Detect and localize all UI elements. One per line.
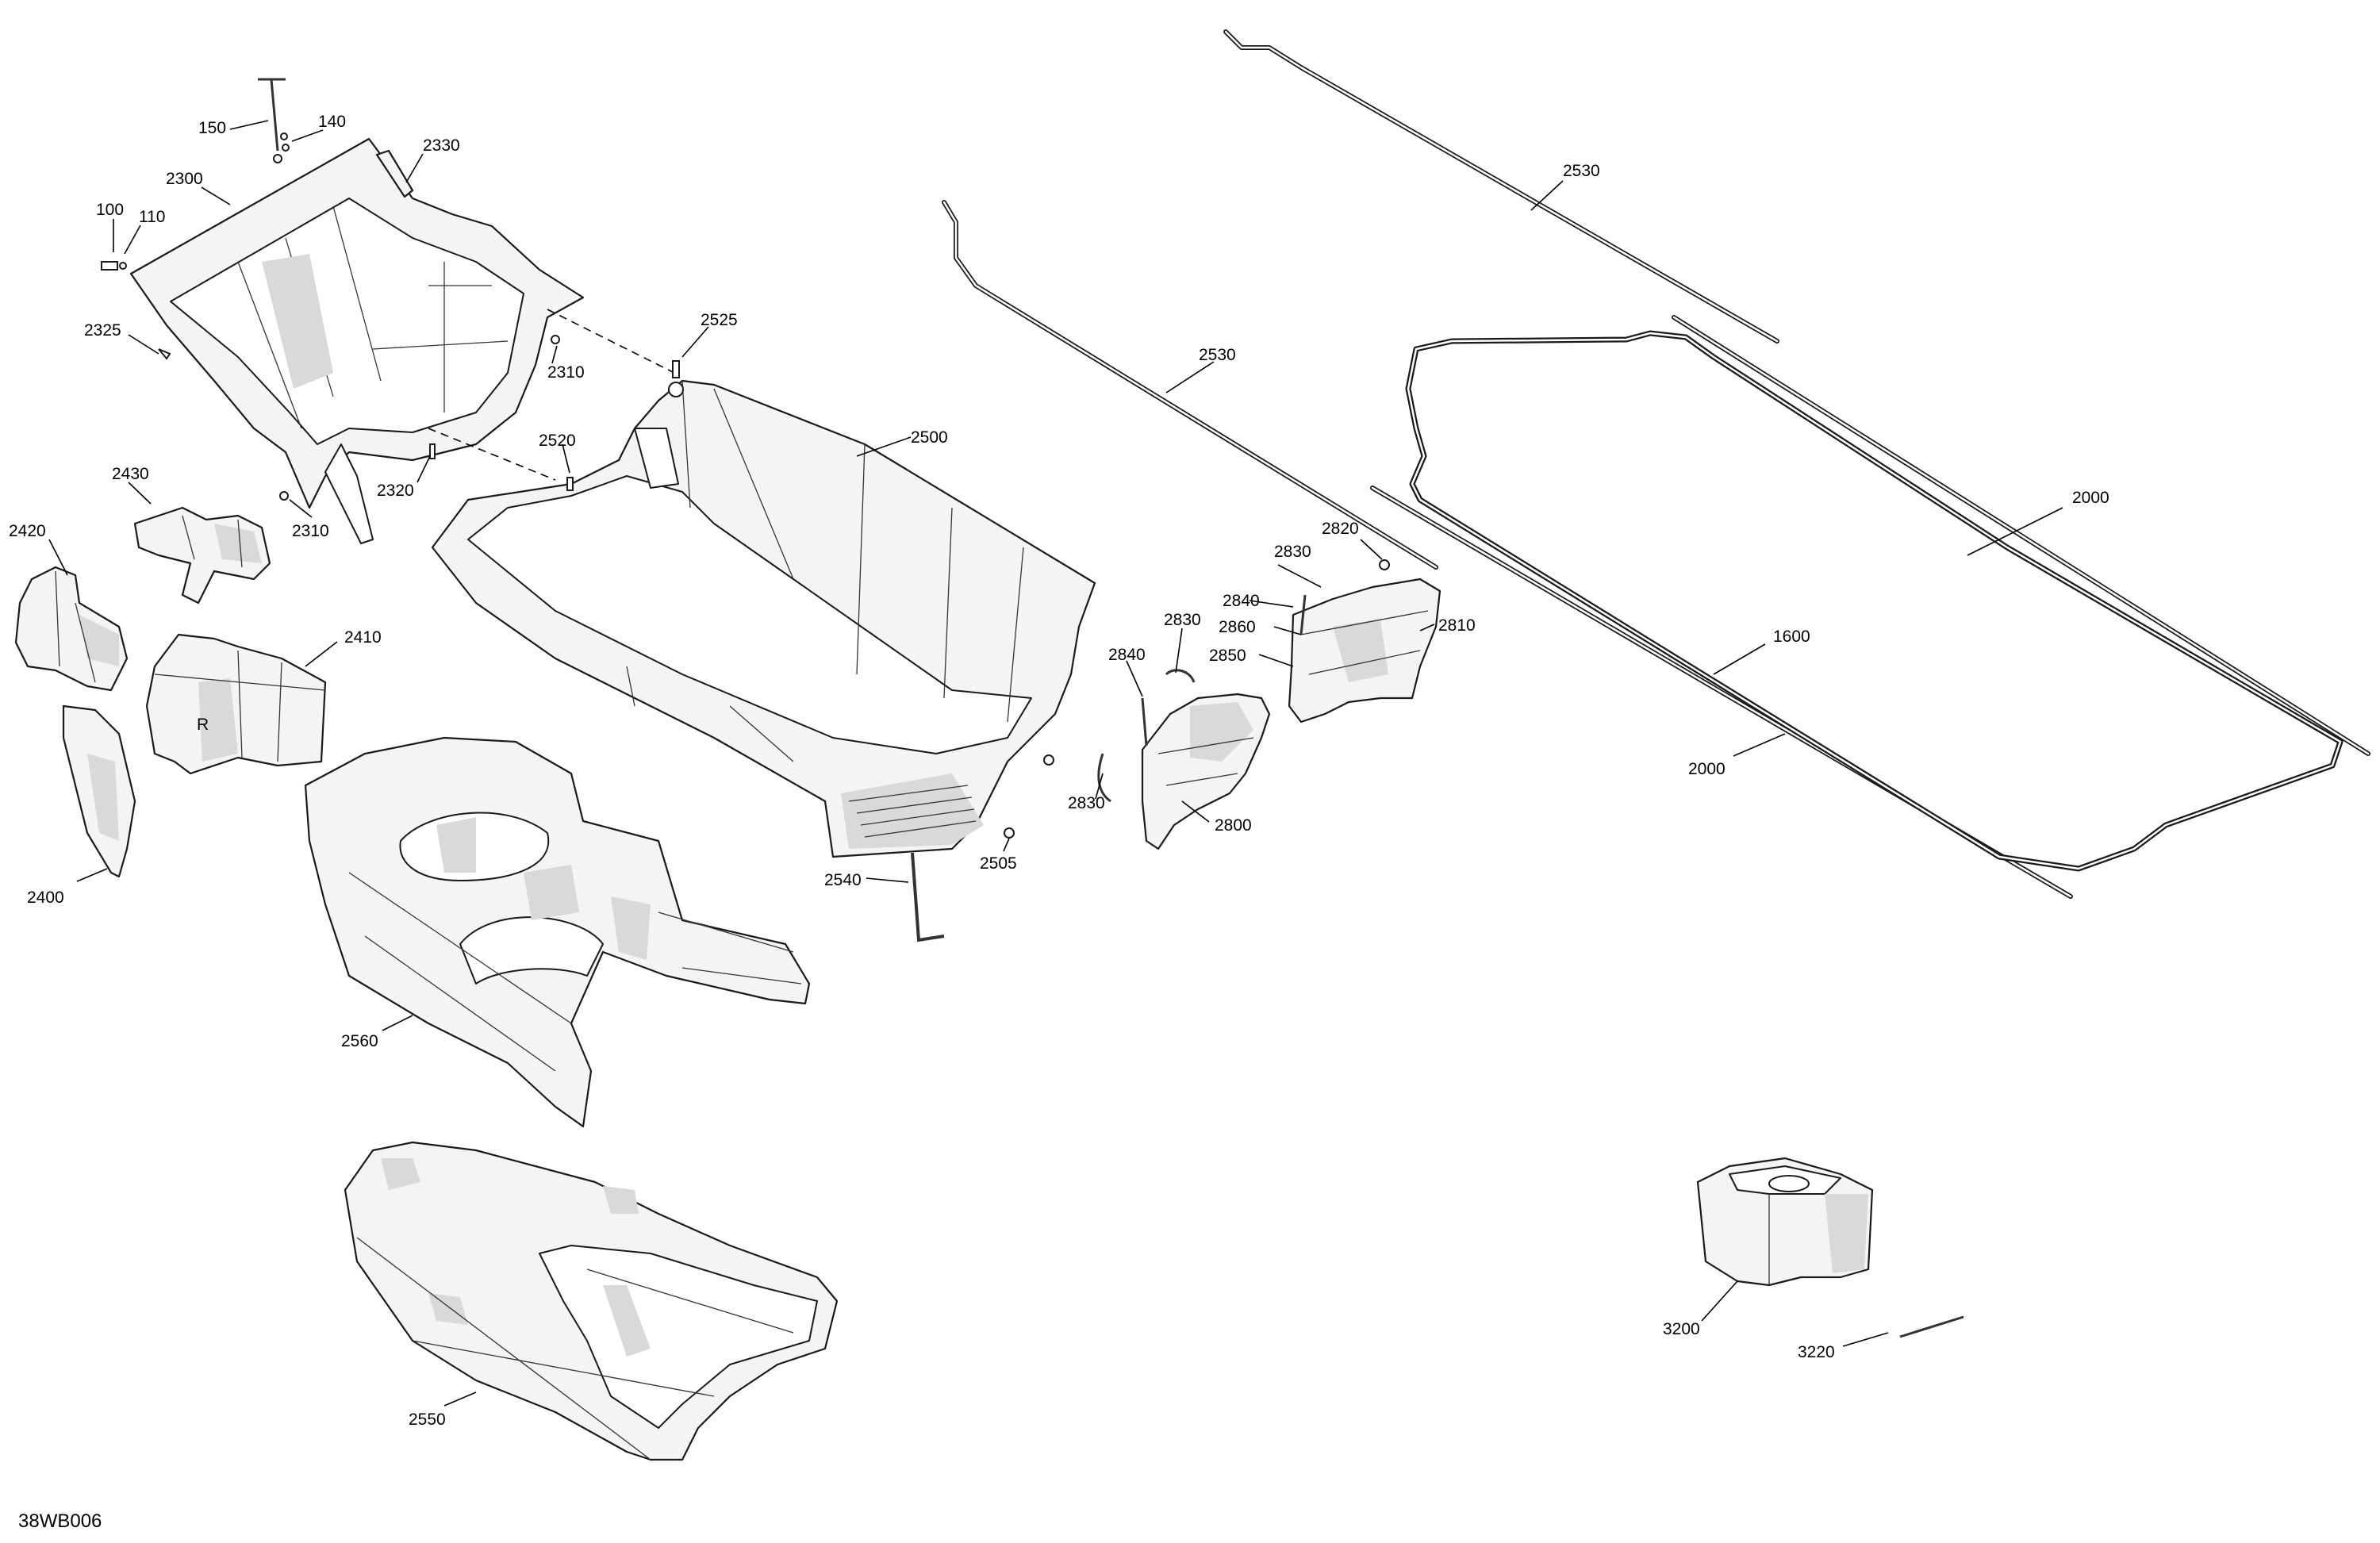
callout-2505: 2505 — [980, 854, 1017, 873]
alignment-line-2 — [428, 428, 556, 481]
hardware-2840[interactable] — [1141, 594, 1307, 747]
hardware-2310[interactable] — [279, 335, 560, 501]
part-2000-seal-strip-upper[interactable] — [1672, 315, 2370, 756]
part-2800-bracket[interactable] — [1141, 693, 1271, 850]
part-1600-lid-seal[interactable] — [1405, 330, 2344, 872]
part-2430-bracket[interactable] — [133, 506, 271, 605]
callout-2800: 2800 — [1215, 816, 1252, 835]
alignment-line-1 — [547, 309, 675, 374]
part-2410-cover[interactable]: R — [145, 633, 327, 775]
part-2540-handle[interactable] — [911, 852, 945, 942]
callout-2560: 2560 — [341, 1032, 378, 1050]
callout-2820: 2820 — [1322, 520, 1359, 538]
callout-140: 140 — [318, 113, 346, 131]
callout-1600: 1600 — [1773, 628, 1810, 646]
callout-2525: 2525 — [701, 311, 738, 329]
logo-letter-r: R — [197, 716, 209, 734]
callout-2850: 2850 — [1209, 647, 1246, 665]
callout-2860: 2860 — [1219, 618, 1256, 636]
part-3220-strap[interactable] — [1899, 1315, 1964, 1338]
part-2550-base[interactable] — [344, 1141, 839, 1461]
callout-2830-lower: 2830 — [1068, 794, 1105, 812]
callout-2430: 2430 — [112, 465, 149, 483]
part-2810-bracket[interactable] — [1288, 578, 1441, 724]
callout-2520: 2520 — [539, 432, 576, 450]
callout-100: 100 — [96, 201, 124, 219]
part-2530-rod-upper[interactable] — [1223, 29, 1779, 344]
hardware-2820[interactable] — [1379, 559, 1390, 570]
part-2530-rod-lower[interactable] — [942, 200, 1438, 570]
callout-110: 110 — [139, 208, 165, 226]
callout-2810: 2810 — [1438, 616, 1476, 635]
callout-2000-lower: 2000 — [1688, 760, 1726, 778]
hardware-2320[interactable] — [429, 443, 436, 459]
hardware-2505[interactable] — [1004, 754, 1054, 839]
callout-2530-lower: 2530 — [1199, 346, 1236, 364]
callout-2400: 2400 — [27, 889, 64, 907]
part-2300-seat-trim[interactable] — [129, 137, 585, 544]
callout-2830-right: 2830 — [1274, 543, 1311, 561]
callout-2420: 2420 — [9, 522, 46, 540]
callout-2310-b: 2310 — [292, 522, 329, 540]
leader-lines — [48, 120, 2063, 1407]
callout-3200: 3200 — [1663, 1320, 1700, 1338]
callout-2300: 2300 — [166, 170, 203, 188]
callout-2320: 2320 — [377, 482, 414, 500]
part-2400-panel[interactable] — [62, 704, 136, 878]
callout-2530-upper: 2530 — [1563, 162, 1600, 180]
part-2560-tray[interactable] — [304, 736, 811, 1128]
part-150-rod[interactable] — [258, 78, 286, 163]
part-2420-cover[interactable] — [14, 566, 129, 692]
part-2500-storage-bin[interactable] — [431, 379, 1096, 858]
figure-id: 38WB006 — [18, 1510, 102, 1532]
callout-2000-upper: 2000 — [2072, 489, 2109, 507]
hardware-2325[interactable] — [158, 348, 171, 360]
hardware-2520[interactable] — [566, 477, 574, 491]
part-3200-container[interactable] — [1696, 1157, 1874, 1287]
callout-150: 150 — [198, 119, 226, 137]
hardware-140[interactable] — [280, 132, 290, 152]
hardware-2525[interactable] — [672, 360, 680, 378]
callout-2310: 2310 — [547, 363, 585, 382]
callout-labels: 100 110 140 150 2300 2330 2325 2310 2310… — [9, 113, 2109, 1429]
callout-2840-right: 2840 — [1223, 592, 1260, 610]
callout-2410: 2410 — [344, 628, 382, 647]
callout-2500: 2500 — [911, 428, 948, 447]
hardware-100-110[interactable] — [101, 261, 127, 271]
callout-2550: 2550 — [409, 1411, 446, 1429]
callout-2330: 2330 — [423, 136, 460, 155]
part-2330-trim-strip[interactable] — [375, 149, 414, 198]
callout-2325: 2325 — [84, 321, 121, 340]
callout-3220: 3220 — [1798, 1343, 1835, 1361]
callout-2840-left: 2840 — [1108, 646, 1146, 664]
callout-2830-upper: 2830 — [1164, 611, 1201, 629]
callout-2540: 2540 — [824, 871, 862, 889]
